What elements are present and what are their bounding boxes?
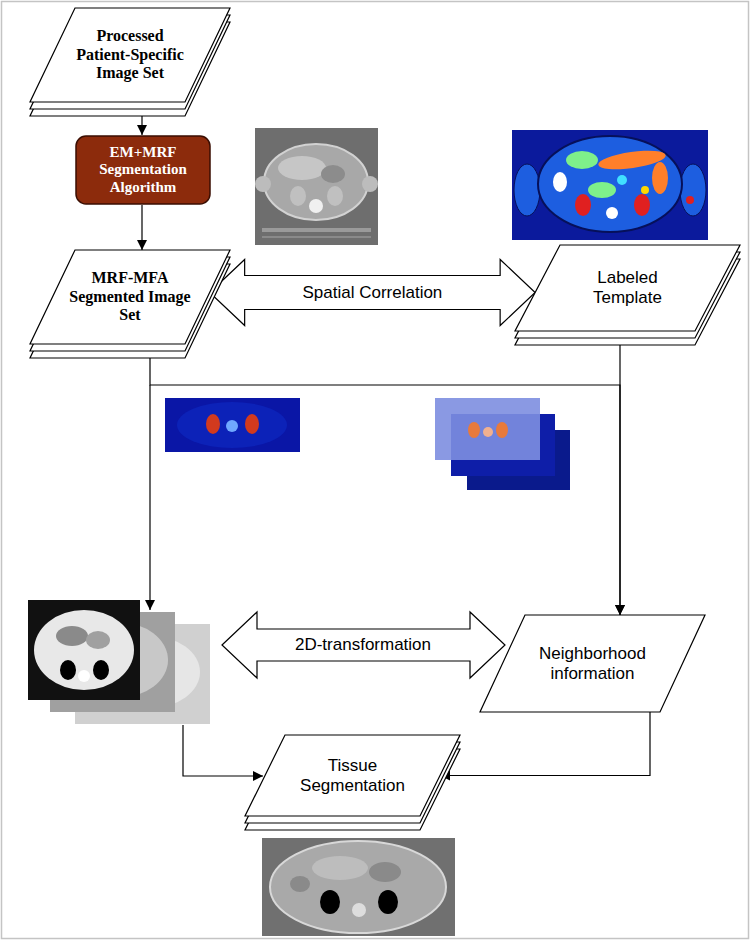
- ct-stack-slice: [28, 600, 140, 700]
- flow-arrow: [440, 712, 650, 776]
- template-image: [512, 130, 708, 240]
- template-arm: [680, 164, 706, 216]
- flow-arrow: [141, 205, 142, 250]
- segmented-slice: [165, 398, 300, 452]
- template-organ: [553, 172, 567, 192]
- data-stack: Processed Patient-Specific Image Set: [30, 8, 230, 116]
- ct-background: [255, 128, 378, 245]
- result-image: [262, 838, 455, 936]
- template-organ: [617, 175, 627, 185]
- node-text: Neighborhood information: [528, 644, 658, 683]
- data-stack: Tissue Segmentation: [245, 735, 460, 830]
- slice-kidney: [206, 414, 220, 434]
- ct-stack-organ: [56, 626, 88, 646]
- flow-wire: [149, 385, 150, 610]
- ct-stack-kidney: [93, 660, 109, 680]
- edge-label: Spatial Correlation: [300, 283, 444, 303]
- result-kidney: [320, 890, 340, 914]
- template-organ: [652, 162, 668, 194]
- ct-spine: [309, 199, 323, 213]
- result-organ: [369, 862, 401, 882]
- parallelogram: [30, 8, 230, 102]
- process-shape: [76, 136, 210, 204]
- data-box: Neighborhood information: [480, 615, 705, 712]
- template-background: [512, 130, 708, 240]
- parallelogram: [480, 615, 705, 712]
- parallelogram: [245, 735, 460, 816]
- parallelogram: [515, 245, 740, 331]
- ct-kidney: [327, 186, 343, 206]
- template-arm: [514, 164, 540, 216]
- process-box: EM+MRF Segmentation Algorithm: [75, 135, 211, 205]
- ct-table: [262, 236, 371, 238]
- ct-stack-organ: [86, 631, 110, 649]
- ct-table: [262, 228, 371, 232]
- result-kidney: [378, 890, 398, 914]
- result-organ: [312, 856, 368, 880]
- double-arrow: [222, 612, 505, 678]
- template-organ: [588, 182, 616, 198]
- slice-body: [177, 402, 287, 448]
- node-text: Labeled Template: [578, 268, 678, 307]
- result-background: [262, 838, 455, 936]
- flow-arrow: [619, 345, 620, 615]
- flow-arrow: [141, 116, 142, 135]
- ct-stack-spine: [78, 670, 90, 682]
- stack-kidney: [468, 422, 480, 438]
- parallelogram: [30, 250, 230, 344]
- ct-image: [255, 128, 378, 245]
- template-organ: [641, 186, 649, 194]
- result-body: [270, 841, 446, 933]
- node-text: Tissue Segmentation: [290, 756, 415, 795]
- ct-stack-body: [34, 610, 134, 690]
- slice-background: [165, 398, 300, 452]
- template-kidney: [575, 194, 591, 216]
- ct-organ: [321, 165, 345, 183]
- stack-slice: [435, 398, 540, 460]
- ct-organ: [278, 156, 326, 180]
- stack-spine: [483, 427, 493, 437]
- template-organ: [686, 196, 694, 204]
- transform-label: 2D-transformation: [293, 635, 433, 655]
- template-body: [538, 136, 682, 232]
- template-stack: [435, 398, 570, 490]
- data-stack: MRF-MFA Segmented Image Set: [30, 250, 230, 358]
- node-text: EM+MRF Segmentation Algorithm: [87, 144, 199, 196]
- flow-wire: [183, 725, 263, 776]
- slice-spine: [226, 420, 238, 432]
- ct-stack-kidney: [60, 660, 76, 680]
- flow-arrow: [150, 358, 620, 615]
- double-arrow: [210, 260, 535, 326]
- slice-kidney: [245, 414, 259, 434]
- stack-kidney: [496, 422, 508, 438]
- node-text: MRF-MFA Segmented Image Set: [68, 269, 193, 324]
- template-kidney: [634, 194, 650, 216]
- template-organ: [566, 151, 598, 169]
- result-spine: [352, 903, 366, 917]
- ct-kidney: [290, 186, 306, 206]
- result-organ: [290, 876, 310, 892]
- ct-body: [264, 144, 368, 220]
- ct-stack: [28, 600, 210, 724]
- template-spine: [606, 207, 618, 219]
- ct-arm: [362, 176, 378, 192]
- node-text: Processed Patient-Specific Image Set: [68, 27, 193, 82]
- data-stack: Labeled Template: [515, 245, 740, 345]
- ct-arm: [255, 176, 271, 192]
